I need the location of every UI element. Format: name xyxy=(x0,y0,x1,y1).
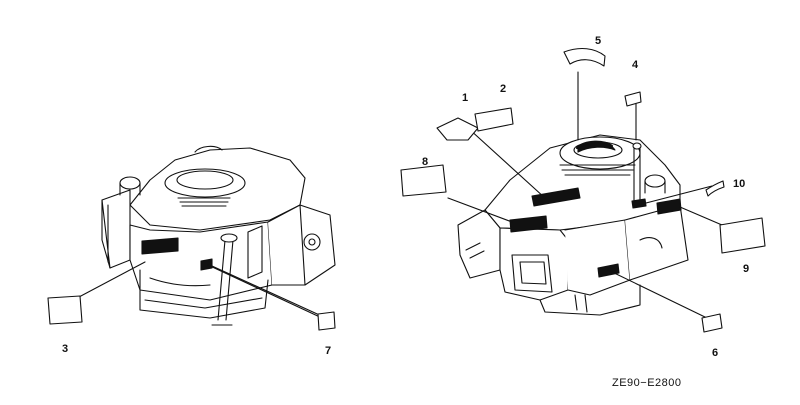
label-sheet-8 xyxy=(400,164,447,197)
leader-6 xyxy=(607,269,708,319)
label-sheet-3 xyxy=(47,295,83,325)
engine-right xyxy=(457,134,689,316)
label-sheet-1 xyxy=(436,117,479,141)
label-sheet-10 xyxy=(705,180,725,197)
callout-2: 2 xyxy=(500,83,506,95)
leader-9 xyxy=(679,206,723,226)
leader-7 xyxy=(211,265,327,319)
callout-6: 6 xyxy=(712,347,718,359)
label-sheet-5 xyxy=(563,47,606,67)
leader-10 xyxy=(645,185,713,204)
leader-lines-right xyxy=(447,71,723,319)
callout-10: 10 xyxy=(733,178,745,190)
callout-4: 4 xyxy=(632,59,639,71)
label-sheet-7 xyxy=(317,311,336,331)
callout-1: 1 xyxy=(462,92,468,104)
callout-9: 9 xyxy=(743,263,749,275)
drawing-code: ZE90−E2800 xyxy=(612,377,682,389)
label-sheet-9 xyxy=(719,217,766,254)
leader-8 xyxy=(447,197,513,223)
callout-7: 7 xyxy=(325,345,331,357)
callout-5: 5 xyxy=(595,35,601,47)
leader-1 xyxy=(467,127,546,199)
label-sheet-2 xyxy=(474,107,514,132)
label-sheet-6 xyxy=(701,313,723,333)
engine-left xyxy=(101,145,336,326)
callout-8: 8 xyxy=(422,156,428,168)
callout-3: 3 xyxy=(62,343,68,355)
label-sheet-4 xyxy=(624,91,642,107)
